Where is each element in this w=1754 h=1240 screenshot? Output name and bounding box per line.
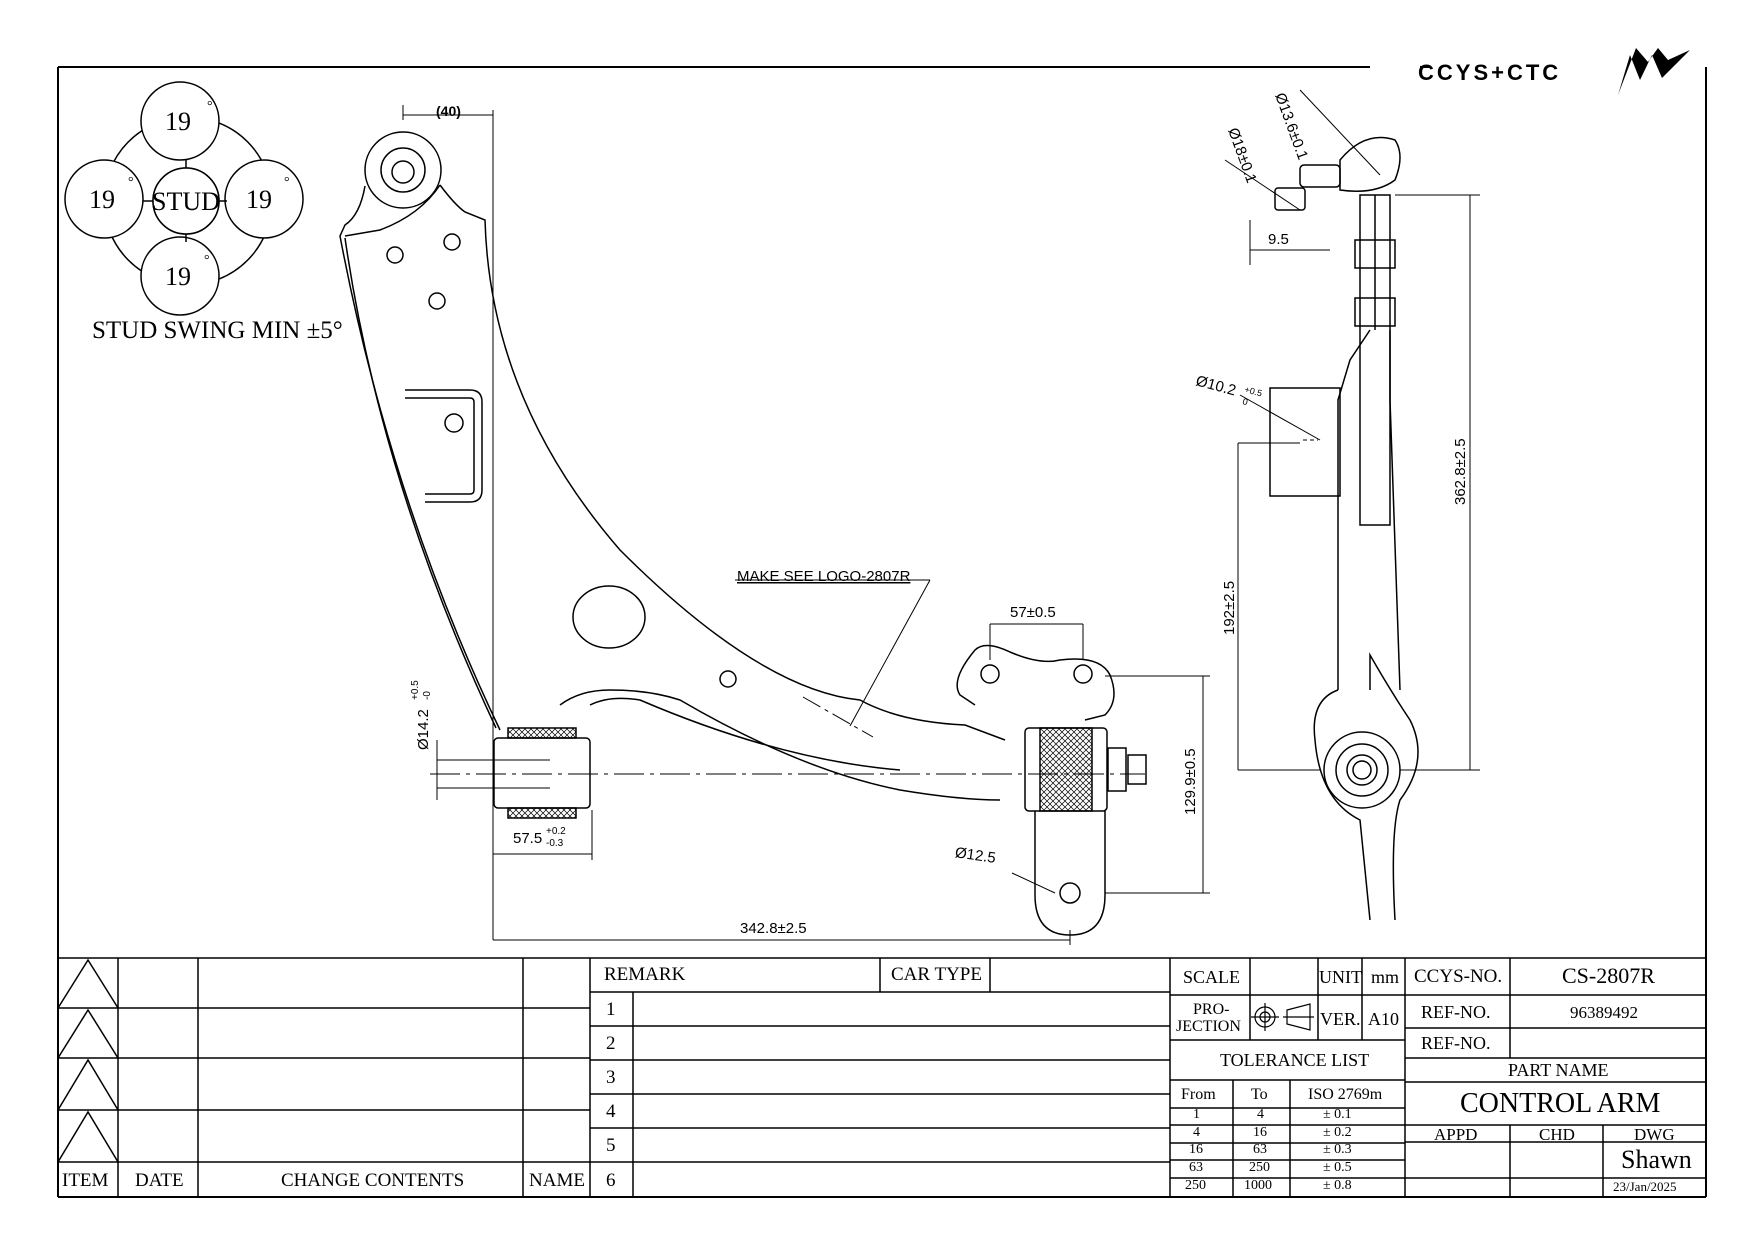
- dim-14-2: Ø14.2: [415, 709, 432, 750]
- dim-18: Ø18±0.1: [1224, 126, 1260, 186]
- drawing-date: 23/Jan/2025: [1613, 1179, 1677, 1194]
- dim-14-2-tol-down: -0: [422, 691, 433, 700]
- remark-row-4: 4: [606, 1101, 616, 1122]
- rev-header-item: ITEM: [62, 1170, 109, 1191]
- remark-row-3: 3: [606, 1067, 616, 1088]
- dim-342-8: 342.8±2.5: [740, 920, 807, 937]
- ccys-no-value: CS-2807R: [1562, 963, 1655, 988]
- tol-header-iso: ISO 2769m: [1308, 1086, 1383, 1103]
- stud-top-circle: [140, 81, 220, 161]
- stud-left-label: 19: [89, 185, 115, 214]
- tolerance-list-title: TOLERANCE LIST: [1220, 1050, 1370, 1070]
- dwg-label: DWG: [1634, 1125, 1675, 1144]
- stud-left-circle: [64, 159, 144, 239]
- tol-row-1-to: 4: [1257, 1107, 1264, 1122]
- tol-row-3-to: 63: [1253, 1142, 1267, 1157]
- unit-value: mm: [1371, 967, 1400, 987]
- stud-bottom-circle: [140, 236, 220, 316]
- stud-right-label: 19: [246, 185, 272, 214]
- tol-row-4-from: 63: [1189, 1160, 1203, 1175]
- remark-label: REMARK: [604, 964, 686, 985]
- tol-header-from: From: [1181, 1086, 1216, 1103]
- tol-row-4-to: 250: [1249, 1160, 1270, 1175]
- remark-row-2: 2: [606, 1033, 616, 1054]
- tol-row-2-from: 4: [1193, 1125, 1200, 1140]
- rev-header-name: NAME: [529, 1170, 585, 1191]
- tol-row-5-to: 1000: [1244, 1178, 1272, 1193]
- tol-row-5-tol: ± 0.8: [1323, 1178, 1352, 1193]
- dim-10-2-tol-up: +0.5: [1243, 384, 1263, 398]
- projection-symbol-icon: [1251, 1003, 1314, 1031]
- part-name-value: CONTROL ARM: [1460, 1088, 1661, 1119]
- stud-center-label: STUD: [152, 187, 220, 216]
- car-type-label: CAR TYPE: [891, 964, 982, 985]
- dim-10-2-tol-down: 0: [1241, 396, 1248, 407]
- control-arm-front-view: [339, 131, 1147, 936]
- stud-left-degree: °: [128, 175, 134, 190]
- brand-logo-text: CCYS+CTC: [1418, 60, 1561, 85]
- ver-value: A10: [1368, 1009, 1399, 1029]
- remark-row-1: 1: [606, 999, 616, 1020]
- stud-bottom-label: 19: [165, 262, 191, 291]
- tol-row-3-from: 16: [1189, 1142, 1203, 1157]
- tol-row-5-from: 250: [1185, 1178, 1206, 1193]
- tol-row-2-tol: ± 0.2: [1323, 1125, 1352, 1140]
- part-name-label: PART NAME: [1508, 1060, 1609, 1080]
- stud-bottom-degree: °: [204, 253, 210, 268]
- stud-top-degree: °: [207, 99, 213, 114]
- unit-label: UNIT: [1319, 967, 1362, 987]
- ref-no-label-2: REF-NO.: [1421, 1033, 1491, 1053]
- stud-top-label: 19: [165, 107, 191, 136]
- remark-row-5: 5: [606, 1135, 616, 1156]
- stud-swing-diagram: [64, 81, 304, 316]
- tol-row-3-tol: ± 0.3: [1323, 1142, 1352, 1157]
- dim-57-5-tol-down: -0.3: [546, 838, 564, 849]
- dim-9-5: 9.5: [1268, 231, 1289, 248]
- dim-57-5-tol-up: +0.2: [546, 826, 566, 837]
- dim-129-9: 129.9±0.5: [1182, 748, 1199, 815]
- scale-label: SCALE: [1183, 967, 1241, 987]
- tol-row-2-to: 16: [1253, 1125, 1267, 1140]
- dim-13-6: Ø13.6±0.1: [1271, 91, 1311, 163]
- front-view-dimension-lines: [402, 105, 1210, 945]
- tol-row-4-tol: ± 0.5: [1323, 1160, 1352, 1175]
- brand-logo: CCYS+CTC: [1418, 48, 1690, 95]
- stud-swing-caption: STUD SWING MIN ±5°: [92, 317, 343, 344]
- rev-header-date: DATE: [135, 1170, 184, 1191]
- dim-192: 192±2.5: [1221, 581, 1238, 635]
- dim-57-5: 57.5: [513, 830, 542, 847]
- appd-label: APPD: [1434, 1125, 1478, 1144]
- ccys-no-label: CCYS-NO.: [1414, 966, 1503, 987]
- projection-label-2: JECTION: [1176, 1018, 1241, 1035]
- ver-label: VER.: [1320, 1009, 1361, 1029]
- rev-header-change-contents: CHANGE CONTENTS: [281, 1170, 465, 1191]
- dim-top-40: (40): [436, 103, 461, 119]
- dim-14-2-tol-up: +0.5: [410, 680, 421, 700]
- projection-label-1: PRO-: [1193, 1001, 1230, 1018]
- stud-right-circle: [224, 159, 304, 239]
- side-view-dimension-lines: [1224, 89, 1480, 771]
- ref-no-label-1: REF-NO.: [1421, 1002, 1491, 1022]
- make-logo-note: MAKE SEE LOGO-2807R: [737, 568, 911, 585]
- control-arm-side-view: [1269, 136, 1419, 921]
- ref-no-value-1: 96389492: [1570, 1003, 1638, 1022]
- chd-label: CHD: [1539, 1125, 1575, 1144]
- dim-57: 57±0.5: [1010, 604, 1056, 621]
- tol-header-to: To: [1251, 1086, 1268, 1103]
- title-block-grid: [57, 957, 1706, 1197]
- drawer-name: Shawn: [1621, 1145, 1692, 1174]
- stud-right-degree: °: [284, 175, 290, 190]
- dim-12-5: Ø12.5: [954, 844, 997, 867]
- remark-row-6: 6: [606, 1170, 616, 1191]
- dim-10-2: Ø10.2: [1194, 372, 1238, 399]
- tol-row-1-tol: ± 0.1: [1323, 1107, 1352, 1122]
- tol-row-1-from: 1: [1193, 1107, 1200, 1122]
- dim-362-8: 362.8±2.5: [1452, 438, 1469, 505]
